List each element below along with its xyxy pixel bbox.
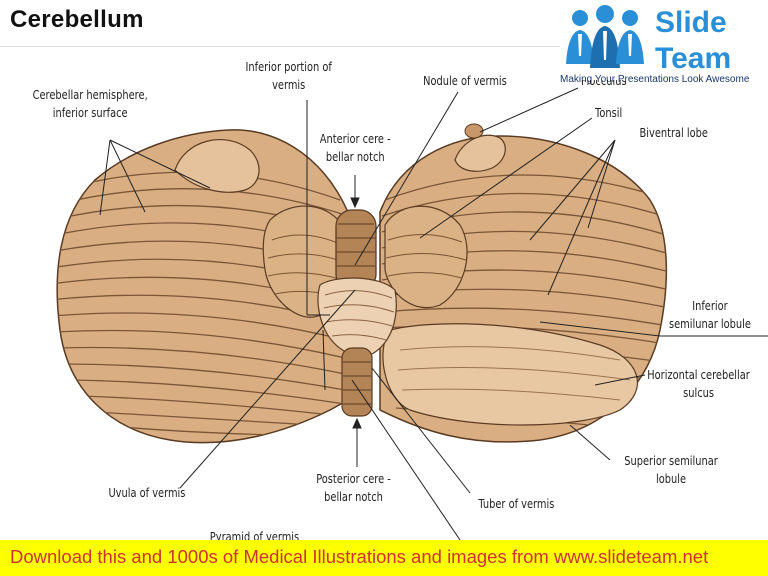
logo-word-slide: Slide	[655, 6, 727, 39]
page-title: Cerebellum	[10, 6, 144, 33]
label-flocculus: Flocculus	[581, 74, 627, 88]
title-divider	[0, 46, 560, 47]
label-cerebellar-hemisphere: Cerebellar hemisphere, inferior surface	[32, 88, 148, 120]
cerebellum-illustration	[56, 87, 768, 540]
label-uvula: Uvula of vermis	[108, 486, 186, 500]
logo-word-team: Team	[655, 42, 732, 75]
label-anterior-notch: Anterior cere - bellar notch	[319, 132, 391, 164]
banner-text[interactable]: Download this and 1000s of Medical Illus…	[10, 546, 709, 567]
label-superior-semilunar: Superior semilunar lobule	[624, 454, 718, 486]
label-biventral: Biventral lobe	[639, 126, 708, 140]
people-logo-icon	[566, 5, 644, 68]
left-hemisphere	[56, 129, 349, 444]
label-inferior-semilunar: Inferior semilunar lobule	[668, 299, 751, 331]
label-tonsil: Tonsil	[594, 106, 623, 120]
slideteam-logo: Slide Team Making Your Presentations Loo…	[560, 4, 760, 86]
label-inferior-vermis: Inferior portion of vermis	[245, 60, 332, 92]
right-hemisphere	[379, 123, 668, 443]
label-nodule: Nodule of vermis	[423, 74, 507, 88]
label-tuber: Tuber of vermis	[478, 497, 555, 511]
logo-tagline: Making Your Presentations Look Awesome	[560, 74, 750, 85]
label-posterior-notch: Posterior cere - bellar notch	[316, 472, 391, 504]
download-banner[interactable]: Download this and 1000s of Medical Illus…	[0, 540, 768, 576]
label-horizontal-sulcus: Horizontal cerebellar sulcus	[647, 368, 750, 400]
vermis	[317, 209, 397, 417]
leader-lines	[99, 87, 768, 540]
